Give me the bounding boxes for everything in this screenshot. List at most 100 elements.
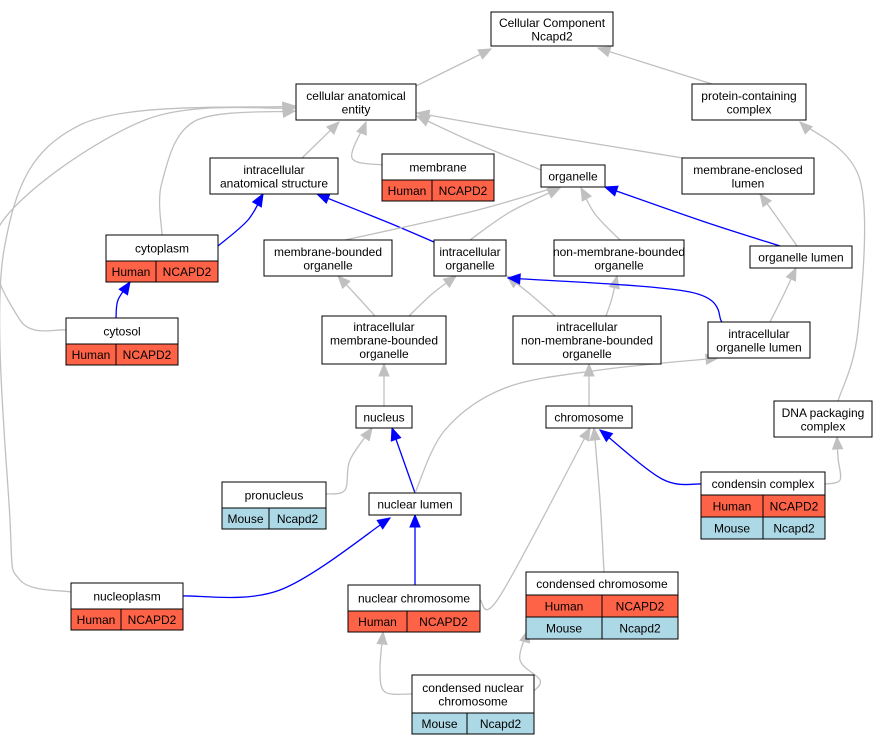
edge-ol-to-organelle: [603, 185, 781, 247]
node-label: Ncapd2: [531, 29, 573, 43]
gene-cell: [120, 608, 184, 631]
gene-label: NCAPD2: [770, 500, 819, 514]
edge-imbo-to-io: [408, 275, 458, 317]
gene-cell: [115, 343, 179, 366]
species-label: Human: [358, 615, 397, 629]
node-box: [433, 239, 507, 277]
node-nucleus[interactable]: nucleus: [355, 405, 413, 429]
gene-cell: [601, 616, 679, 640]
node-label: organelle lumen: [716, 340, 801, 354]
node-label: chromosome: [554, 411, 624, 425]
node-label: DNA packaging: [782, 406, 865, 420]
edge-cae-to-root: [415, 48, 493, 87]
node-label: complex: [727, 102, 772, 116]
edge-arrowhead: [376, 517, 392, 530]
annotation-row: Human NCAPD2: [381, 179, 495, 202]
edge-pcc-to-root: [596, 46, 713, 85]
edge-arrowhead: [251, 192, 264, 208]
edge-arrowhead: [759, 192, 773, 208]
node-label: intracellular: [556, 320, 617, 334]
gene-label: NCAPD2: [163, 265, 212, 279]
node-box: [707, 321, 811, 359]
edge-nc-to-chromosome: [479, 426, 591, 611]
edge-arrowhead: [118, 280, 131, 296]
edge-line: [182, 517, 391, 599]
node-box: [545, 405, 633, 429]
node-box: [540, 164, 606, 188]
node-label: membrane: [409, 161, 467, 175]
gene-cell: [155, 260, 219, 283]
edge-nucleoplasm-to-cae: [0, 101, 297, 593]
gene-label: NCAPD2: [128, 613, 177, 627]
node-label: organelle: [445, 258, 495, 272]
edge-arrowhead: [583, 362, 595, 377]
edge-arrowhead: [579, 426, 591, 442]
gene-cell: [431, 179, 495, 202]
edge-cc-to-dpc: [824, 435, 844, 485]
node-label: pronucleus: [245, 489, 304, 503]
edge-arrowhead: [326, 121, 340, 135]
edge-line: [597, 47, 713, 85]
edge-line: [379, 631, 413, 696]
edge-arrowhead: [376, 630, 388, 645]
edge-line: [507, 277, 723, 323]
edge-arrowhead: [356, 120, 367, 136]
node-label: chromosome: [438, 694, 508, 708]
edge-arrowhead: [477, 48, 493, 60]
node-ol[interactable]: organelle lumen: [749, 245, 853, 269]
node-inmbo[interactable]: intracellularnon-membrane-boundedorganel…: [512, 315, 662, 365]
species-label: Mouse: [421, 717, 457, 731]
node-label: intracellular: [243, 163, 304, 177]
gene-label: NCAPD2: [419, 615, 468, 629]
edge-arrowhead: [442, 275, 458, 289]
species-label: Human: [388, 184, 427, 198]
node-label: cytoplasm: [135, 242, 189, 256]
node-label: nucleus: [363, 411, 404, 425]
node-box: [209, 157, 339, 195]
edge-membrane-to-cae: [351, 120, 384, 166]
node-chromosome[interactable]: chromosome: [545, 405, 633, 429]
node-label: organelle: [548, 170, 598, 184]
node-label: organelle: [359, 347, 409, 361]
edge-imbo-to-mbo: [337, 275, 376, 317]
node-label: organelle: [562, 347, 612, 361]
edge-line: [416, 115, 542, 171]
node-nl[interactable]: nuclear lumen: [368, 492, 462, 516]
edge-cchr-to-chromosome: [589, 426, 605, 573]
node-organelle[interactable]: organelle: [540, 164, 606, 188]
node-label: membrane-bounded: [274, 245, 382, 259]
edge-arrowhead: [506, 273, 521, 285]
edge-line: [158, 110, 296, 236]
gene-label: NCAPD2: [439, 184, 488, 198]
node-label: intracellular: [439, 245, 500, 259]
edge-line: [416, 112, 684, 159]
edge-inmbo-to-nmbo: [605, 274, 620, 317]
edge-arrowhead: [580, 186, 592, 202]
edge-line: [519, 629, 542, 692]
node-label: intracellular: [353, 320, 414, 334]
node-label: condensed nuclear: [422, 681, 523, 695]
